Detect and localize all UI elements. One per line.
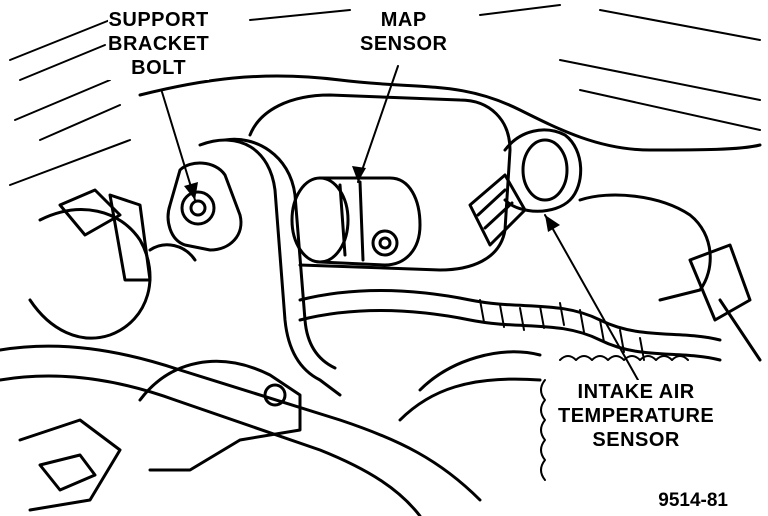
callout-line: SUPPORT (108, 9, 209, 31)
lower-right-hose (418, 350, 542, 392)
callout-map-sensor: MAP SENSOR (360, 8, 448, 56)
callout-line: MAP (380, 9, 427, 31)
hose-clamp (58, 188, 122, 237)
strut-bar (198, 138, 342, 397)
callout-line: INTAKE AIR (577, 381, 695, 403)
left-hose (28, 208, 152, 340)
strut-bar-inner (223, 137, 337, 370)
support-bracket-drawing (148, 161, 243, 262)
callout-line: SENSOR (592, 429, 680, 451)
break-line (540, 355, 689, 481)
callout-line: TEMPERATURE (558, 405, 715, 427)
wiring-harness (298, 289, 722, 342)
hood-panel (9, 4, 761, 186)
arrowheads (184, 166, 560, 232)
leader-lines (161, 65, 639, 381)
callout-line: BOLT (131, 57, 187, 79)
lower-tube (0, 344, 482, 502)
map-sensor-drawing (290, 176, 422, 267)
intake-manifold (248, 93, 512, 272)
callout-line: BRACKET (108, 33, 210, 55)
right-housing (578, 193, 712, 302)
bottom-bracket (138, 359, 302, 472)
callout-line: SENSOR (360, 33, 448, 55)
engine-top-contour (138, 74, 762, 152)
left-bracket (108, 193, 152, 282)
callout-intake-air-temperature-sensor: INTAKE AIR TEMPERATURE SENSOR (558, 380, 715, 452)
right-connector (688, 243, 752, 322)
figure-number: 9514-81 (658, 490, 728, 512)
callout-support-bracket-bolt: SUPPORT BRACKET BOLT (108, 8, 210, 80)
iat-sensor-drawing (468, 128, 583, 247)
